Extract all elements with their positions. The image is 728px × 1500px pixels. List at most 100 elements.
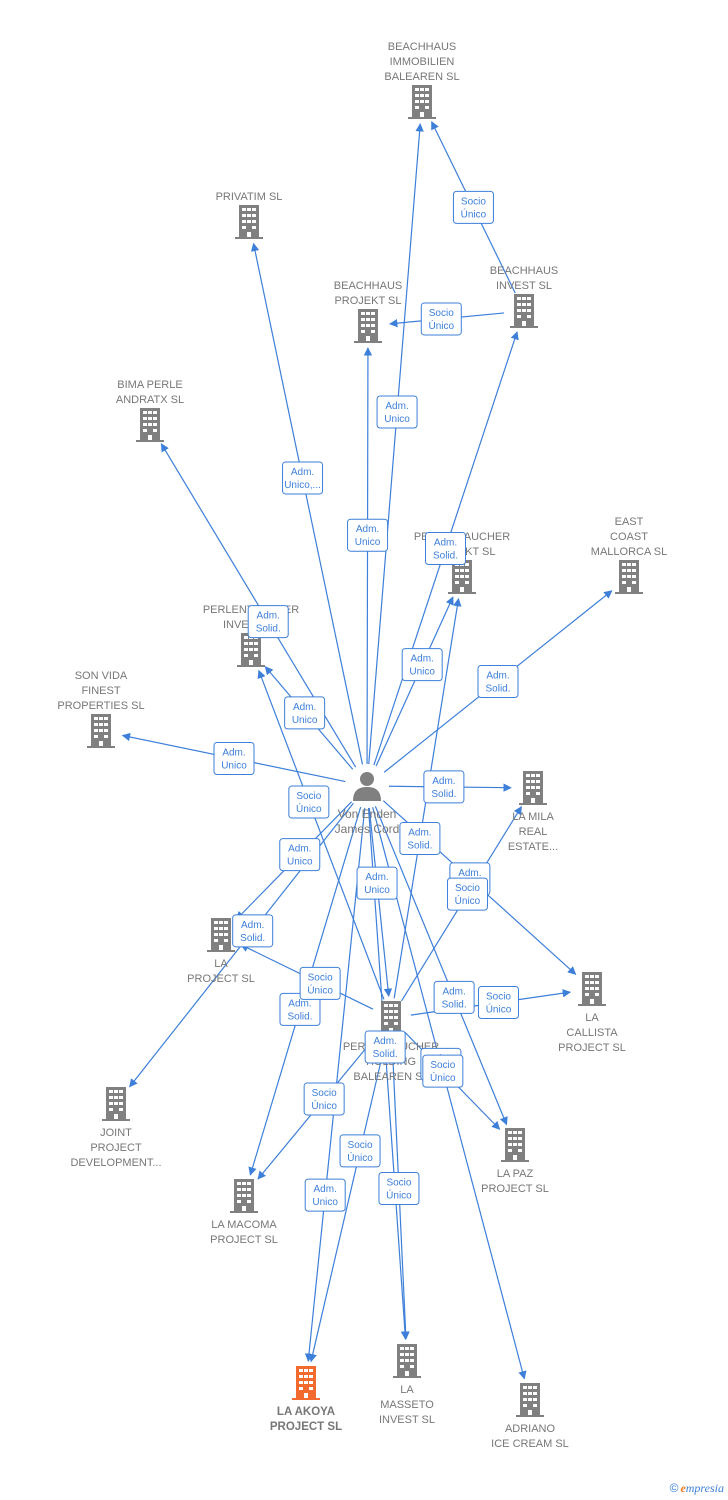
edge-label-line: Adm. [373,1036,396,1047]
building-icon [510,294,538,328]
building-icon [235,205,263,239]
company-node-la_mila[interactable]: LA MILAREALESTATE... [508,771,558,853]
edge-label-center-to-la_akoya[interactable]: Adm.Unico [304,1178,346,1212]
edge-label-center-to-privatim[interactable]: Adm. Unico,... [282,461,324,495]
edge-label-line: Solid. [287,1011,312,1022]
company-node-la_project[interactable]: LA PROJECT SL [187,918,255,985]
edge-label-line: Socio [312,1088,337,1099]
company-node-joint_project[interactable]: JOINTPROJECTDEVELOPMENT... [70,1087,162,1169]
edge-label-line: Adm. [408,827,431,838]
company-name-line: ESTATE... [508,841,558,853]
company-name-line: LA [400,1384,414,1396]
edge-label-center-to-perlentaucher_holding[interactable]: Adm.Unico [356,866,398,900]
edge-label-center-to-beachhaus_immobilien[interactable]: Adm.Unico [376,395,418,429]
edge-label-line: Adm. [222,748,245,759]
edge-label-line: Socio [455,883,480,894]
company-name-line: LA PAZ [497,1168,534,1180]
edge-label-line: Adm. [356,524,379,535]
edge-label-line: Socio [348,1140,373,1151]
edge-label-line: Único [347,1151,373,1164]
company-name-line: PROJECT SL [481,1183,549,1195]
edge-label-line: Socio [430,1060,455,1071]
company-name-line: BALEAREN SL [384,71,459,83]
edge-label-center-to-perlentaucher_invest[interactable]: Adm.Unico [284,696,326,730]
edge-label-line: Unico [312,1197,338,1208]
building-icon [102,1087,130,1121]
edge-label-line: Único [307,983,333,996]
edge-label-line: Adm. [434,538,457,549]
company-node-bima_perle[interactable]: BIMA PERLE ANDRATX SL [116,379,184,442]
edge-labels-layer: SocioÚnicoSocioÚnicoAdm.UnicoAdm.Unico,.… [213,190,519,1212]
edge-label-line: Solid. [442,999,467,1010]
edge-label-line: Solid. [240,933,265,944]
company-name-line: IMMOBILIEN [390,56,455,68]
company-node-la_paz[interactable]: LA PAZ PROJECT SL [481,1128,549,1195]
edge-label-center-to-la_masseto[interactable]: Adm.Solid. [364,1030,406,1064]
building-icon [207,918,235,952]
company-name-line: BIMA PERLE [117,379,182,391]
building-icon [377,1001,405,1035]
edge-label-center-to-bima_perle[interactable]: Adm.Solid. [247,605,289,639]
company-name-line: ANDRATX SL [116,394,184,406]
edge-label-line: Adm. [291,467,314,478]
edge-label-line: Solid. [433,551,458,562]
edge-label-center-to-beachhaus_invest[interactable]: Adm. Solid. [425,532,466,565]
person-name-line: Von Enden [338,807,397,821]
edge-label-line: Socio [429,308,454,319]
edge-label-center-to-joint_project[interactable]: Adm.Solid. [232,914,274,948]
edge-label-line: Unico,... [284,480,321,491]
edge-label-line: Adm. [365,872,388,883]
company-name-line: CALLISTA [566,1027,618,1039]
edge-label-line: Socio [296,791,321,802]
company-node-beachhaus_immobilien[interactable]: BEACHHAUS IMMOBILIEN BALEAREN SL [384,41,460,119]
company-name-line: PROJECT SL [187,973,255,985]
company-name-line: FINEST [81,685,120,697]
edge-label-center-to-perlentaucher_projekt[interactable]: Adm.Unico [401,648,443,682]
edge-label-center-to-la_paz[interactable]: Adm.Solid. [433,980,475,1014]
company-name-line: PROJECT SL [558,1042,626,1054]
company-name-line: DEVELOPMENT... [70,1157,161,1169]
company-name-line: LA [214,958,228,970]
company-name-line: INVEST SL [496,280,552,292]
edge-label-line: Adm. [293,702,316,713]
edge-label-center-to-la_project[interactable]: Adm.Unico [279,838,321,872]
edge-label-line: Socio [486,991,511,1002]
edge-label-center-to-east_coast[interactable]: Adm.Solid. [477,665,519,698]
company-node-privatim[interactable]: PRIVATIM SL [216,191,283,239]
building-icon [230,1179,258,1213]
building-icon [578,972,606,1006]
edge-label-center-to-la_mila[interactable]: Adm.Solid. [423,770,465,804]
brand-logo-e: e [680,1481,686,1495]
company-name-line: PROJECT SL [210,1234,278,1246]
building-icon [448,560,476,594]
edge-label-line: Único [386,1189,412,1202]
building-icon [615,560,643,594]
company-name-line: BEACHHAUS [388,41,456,53]
edge-center-to-beachhaus_projekt [363,347,373,765]
edge-label-center-to-son_vida[interactable]: Adm.Unico [213,742,255,775]
edge-label-perlentaucher_holding-to-perlentaucher_projekt[interactable]: Adm.Solid. [399,821,441,855]
edge-label-line: Adm. [288,998,311,1009]
edge-label-center-to-beachhaus_projekt[interactable]: Adm.Unico [347,518,389,552]
